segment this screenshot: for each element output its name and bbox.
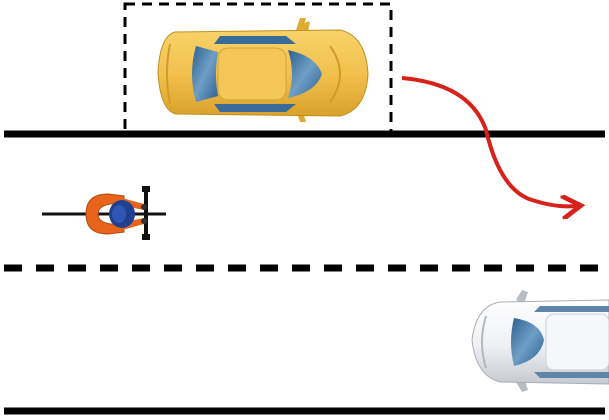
white-car-icon [471,290,609,392]
curved-arrow [401,76,576,206]
cyclist-icon [42,186,166,240]
yellow-car-icon [157,18,369,122]
